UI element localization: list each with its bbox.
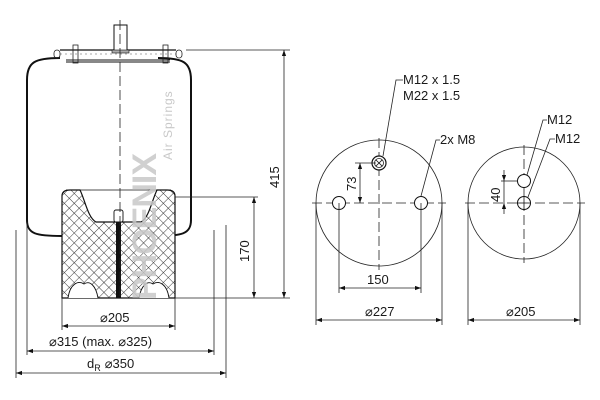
air-inlet-connector [113, 24, 128, 52]
svg-text:Air Springs: Air Springs [161, 90, 175, 160]
svg-text:⌀315 (max. ⌀325): ⌀315 (max. ⌀325) [49, 334, 152, 349]
svg-text:170: 170 [237, 240, 252, 262]
side-view: PHOENIX Air Springs 415 170 ⌀205 [15, 20, 290, 378]
phoenix-watermark: PHOENIX Air Springs [126, 90, 175, 300]
svg-text:415: 415 [267, 166, 282, 188]
svg-text:40: 40 [488, 188, 503, 202]
piston-base-view: M12 M12 40 ⌀205 [465, 112, 585, 325]
piston-diameter-dimension: ⌀205 [62, 310, 175, 329]
top-bead-plate [53, 24, 183, 64]
height-dimension-170: 170 [175, 196, 258, 298]
svg-text:M12 x 1.5: M12 x 1.5 [403, 72, 460, 87]
ring-diameter-dimension: dR⌀350 [16, 356, 226, 376]
svg-text:PHOENIX: PHOENIX [126, 153, 164, 300]
svg-text:M22 x 1.5: M22 x 1.5 [403, 88, 460, 103]
svg-text:M12: M12 [547, 112, 572, 127]
svg-text:⌀205: ⌀205 [100, 310, 130, 325]
center-bolt [116, 220, 121, 298]
bellows-diameter-dimension: ⌀315 (max. ⌀325) [27, 334, 214, 354]
svg-text:⌀205: ⌀205 [506, 304, 536, 319]
svg-text:2x M8: 2x M8 [440, 132, 475, 147]
top-plate-view: M12 x 1.5 M22 x 1.5 2x M8 73 150 ⌀227 [312, 72, 475, 325]
svg-text:M12: M12 [555, 131, 580, 146]
svg-text:⌀227: ⌀227 [365, 304, 395, 319]
svg-text:73: 73 [344, 177, 359, 191]
svg-text:150: 150 [367, 272, 389, 287]
height-dimension-415: 415 [175, 49, 290, 299]
bolt-hole-upper [517, 174, 531, 188]
svg-text:dR⌀350: dR⌀350 [87, 356, 134, 373]
